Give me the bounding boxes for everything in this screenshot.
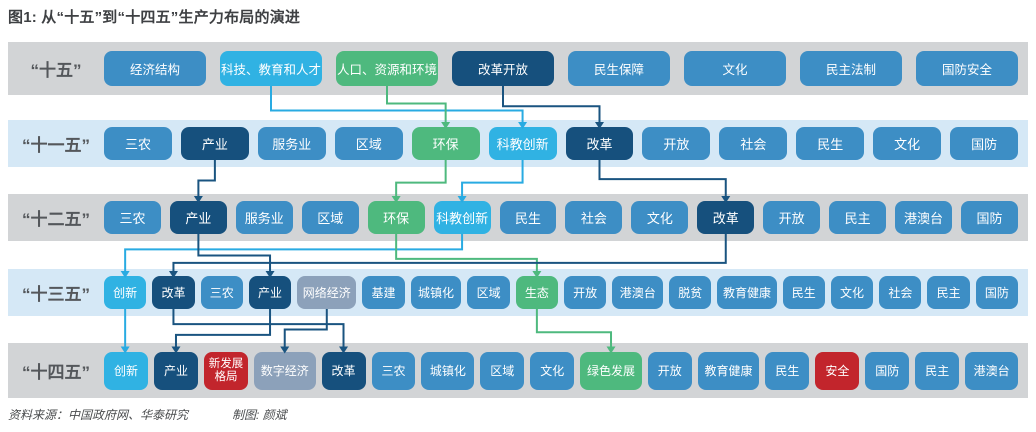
plan-row-label: “十三五” — [22, 285, 90, 304]
plan-item: 产业 — [153, 351, 198, 390]
plan-item: 国防 — [960, 201, 1018, 234]
plan-item: 国防 — [950, 127, 1019, 160]
plan-row-label: “十一五” — [22, 136, 90, 155]
plan-item: 改革 — [565, 127, 634, 160]
plan-item: 教育健康 — [697, 351, 760, 390]
plan-item: 港澳台 — [895, 201, 952, 234]
plan-item: 区域 — [334, 127, 403, 160]
plan-row-items: 创新产业新发展格局数字经济改革三农城镇化区域文化绿色发展开放教育健康民生安全国防… — [104, 351, 1028, 390]
plan-item: 三农 — [104, 201, 161, 234]
plan-item: 科教创新 — [433, 201, 491, 234]
plan-item: 基建 — [362, 276, 405, 309]
plan-item: 科技、教育和人才 — [220, 51, 322, 86]
plan-item: 创新 — [104, 351, 148, 390]
plan-item: 开放 — [564, 276, 607, 309]
plan-row-items: 三农产业服务业区域环保科教创新民生社会文化改革开放民主港澳台国防 — [104, 201, 1028, 234]
plan-item: 文化 — [830, 276, 874, 309]
plan-item: 民生 — [782, 276, 825, 309]
plan-item: 数字经济 — [253, 351, 316, 390]
plan-item: 改革 — [321, 351, 366, 390]
plan-item: 安全 — [815, 351, 860, 390]
plan-item: 改革开放 — [452, 51, 554, 86]
source-note: 资料来源：中国政府网、华泰研究 — [8, 408, 189, 422]
plan-row-label: “十二五” — [22, 210, 90, 229]
plan-item: 民主 — [829, 201, 887, 234]
plan-item: 产业 — [180, 127, 249, 160]
plan-item: 民生 — [796, 127, 865, 160]
plan-item: 社会 — [565, 201, 623, 234]
plan-row: “十三五” 创新改革三农产业网络经济基建城镇化区域生态开放港澳台脱贫教育健康民生文… — [8, 269, 1028, 316]
plan-item: 文化 — [631, 201, 689, 234]
plan-item: 脱贫 — [669, 276, 712, 309]
plan-item: 社会 — [879, 276, 922, 309]
plan-item: 港澳台 — [612, 276, 664, 309]
plan-item: 城镇化 — [410, 276, 462, 309]
plan-item: 科教创新 — [488, 127, 557, 160]
plan-item: 环保 — [411, 127, 480, 160]
plan-item: 区域 — [301, 201, 359, 234]
plan-row: “十二五” 三农产业服务业区域环保科教创新民生社会文化改革开放民主港澳台国防 — [8, 194, 1028, 241]
plan-row-items: 创新改革三农产业网络经济基建城镇化区域生态开放港澳台脱贫教育健康民生文化社会民主… — [104, 276, 1028, 309]
plan-item: 产业 — [248, 276, 292, 309]
plan-item: 新发展格局 — [203, 351, 248, 390]
plan-row: “十五” 经济结构科技、教育和人才人口、资源和环境改革开放民生保障文化民主法制国防… — [8, 42, 1028, 95]
plan-item: 国防安全 — [916, 51, 1018, 86]
plan-item: 文化 — [684, 51, 786, 86]
plan-item: 民生 — [499, 201, 557, 234]
plan-item: 民生保障 — [568, 51, 670, 86]
plan-row-label: “十四五” — [22, 363, 90, 382]
plan-item: 民主法制 — [800, 51, 902, 86]
plan-item: 创新 — [104, 276, 147, 309]
plan-item: 人口、资源和环境 — [336, 51, 438, 86]
plan-item: 民主 — [927, 276, 970, 309]
plan-item: 环保 — [367, 201, 425, 234]
plan-item: 开放 — [647, 351, 692, 390]
plan-row-items: 经济结构科技、教育和人才人口、资源和环境改革开放民生保障文化民主法制国防安全 — [104, 51, 1028, 86]
plan-item: 开放 — [642, 127, 711, 160]
plan-item: 国防 — [865, 351, 910, 390]
plan-item: 网络经济 — [297, 276, 357, 309]
plan-item: 文化 — [873, 127, 942, 160]
plan-item: 改革 — [697, 201, 755, 234]
plan-item: 区域 — [480, 351, 525, 390]
plan-row-label: “十五” — [30, 61, 82, 80]
plan-item: 三农 — [200, 276, 243, 309]
plan-row: “十四五”创新产业新发展格局数字经济改革三农城镇化区域文化绿色发展开放教育健康民… — [8, 343, 1028, 398]
plan-item: 民主 — [915, 351, 960, 390]
plan-row: “十一五” 三农产业服务业区域环保科教创新改革开放社会民生文化国防 — [8, 120, 1028, 167]
plan-item: 社会 — [719, 127, 788, 160]
plan-item: 国防 — [975, 276, 1019, 309]
plan-item: 民生 — [765, 351, 810, 390]
plan-item: 改革 — [152, 276, 195, 309]
plan-item: 教育健康 — [717, 276, 777, 309]
plan-item: 三农 — [104, 127, 172, 160]
plan-item: 开放 — [763, 201, 821, 234]
plan-item: 经济结构 — [104, 51, 206, 86]
figure-title: 图1: 从“十五”到“十四五”生产力布局的演进 — [8, 9, 301, 26]
plan-item: 三农 — [371, 351, 416, 390]
plan-item: 服务业 — [257, 127, 326, 160]
plan-item: 文化 — [530, 351, 575, 390]
plan-item: 服务业 — [235, 201, 293, 234]
plan-row-items: 三农产业服务业区域环保科教创新改革开放社会民生文化国防 — [104, 127, 1028, 160]
plan-item: 港澳台 — [965, 351, 1019, 390]
credit-note: 制图: 颜斌 — [232, 408, 287, 422]
plan-item: 产业 — [169, 201, 227, 234]
plan-item: 区域 — [467, 276, 510, 309]
plan-item: 绿色发展 — [580, 351, 642, 390]
plan-item: 生态 — [515, 276, 559, 309]
figure-footer: 资料来源：中国政府网、华泰研究 制图: 颜斌 — [8, 406, 287, 423]
plan-item: 城镇化 — [421, 351, 475, 390]
